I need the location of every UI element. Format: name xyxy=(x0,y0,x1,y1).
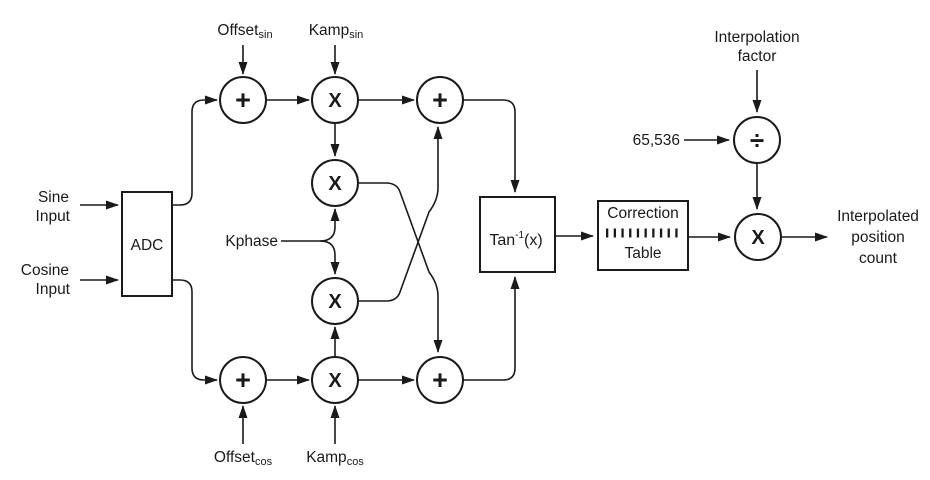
numerator-label: 65,536 xyxy=(633,132,680,149)
offset-sin-label: Offsetsin xyxy=(217,22,272,41)
sin-mix-adder-node xyxy=(416,76,464,124)
connector-cos-mix-to-arctan xyxy=(463,276,520,381)
adc-block-label: ADC xyxy=(131,237,164,254)
kphase-sin-multiplier-operator: X xyxy=(328,173,342,195)
sin-amplitude-multiplier-operator: X xyxy=(328,90,342,112)
cos-amplitude-multiplier-operator: X xyxy=(328,370,342,392)
cos-amplitude-multiplier-node xyxy=(311,356,359,404)
kphase-sin-multiplier-node xyxy=(311,159,359,207)
cos-mix-adder-operator: + xyxy=(432,365,448,395)
sin-amplitude-multiplier-node xyxy=(311,76,359,124)
arctan-block xyxy=(479,196,556,273)
sine-input-label-line1: Sine xyxy=(38,189,69,206)
kphase-cos-multiplier-operator: X xyxy=(328,291,342,313)
kphase-label: Kphase xyxy=(225,233,278,250)
connector-adc-to-sin-adder xyxy=(172,95,218,206)
sin-mix-adder-operator: + xyxy=(432,85,448,115)
connector-kphase-up-branch xyxy=(319,208,340,242)
output-label-line2: position xyxy=(851,229,904,246)
offset-cos-label: Offsetcos xyxy=(214,449,273,468)
divider-operator: ÷ xyxy=(750,125,764,155)
cosine-input-label-line1: Cosine xyxy=(21,262,69,279)
cosine-input-label-line2: Input xyxy=(36,281,71,298)
arctan-block-label: Tan-1(x) xyxy=(489,230,542,249)
cos-offset-adder-node xyxy=(219,356,267,404)
correction-table-label-line1: Correction xyxy=(607,205,679,222)
connector-cross-sin-to-cos-mix xyxy=(358,182,443,353)
output-multiplier-node xyxy=(734,213,782,261)
interpolation-factor-label-line2: factor xyxy=(738,48,777,65)
interpolation-factor-label-line1: Interpolation xyxy=(714,29,799,46)
sin-offset-adder-node xyxy=(219,76,267,124)
kphase-cos-multiplier-node xyxy=(311,277,359,325)
cos-mix-adder-node xyxy=(416,356,464,404)
correction-table-label-line2: Table xyxy=(624,245,661,262)
divider-node xyxy=(733,116,781,164)
connector-kphase-down-branch xyxy=(319,240,340,275)
adc-block xyxy=(121,191,173,297)
sine-input-label-line2: Input xyxy=(36,208,71,225)
connector-sin-mix-to-arctan xyxy=(463,99,520,193)
cos-offset-adder-operator: + xyxy=(235,365,251,395)
output-label-line3: count xyxy=(859,250,898,267)
connector-cross-cos-to-sin-mix xyxy=(358,126,443,302)
connector-adc-to-cos-adder xyxy=(172,279,218,385)
output-label-line1: Interpolated xyxy=(837,208,919,225)
sin-offset-adder-operator: + xyxy=(235,85,251,115)
kamp-cos-label: Kampcos xyxy=(306,449,364,468)
kamp-sin-label: Kampsin xyxy=(309,22,364,41)
correction-table-block xyxy=(597,200,689,271)
output-multiplier-operator: X xyxy=(751,227,765,249)
